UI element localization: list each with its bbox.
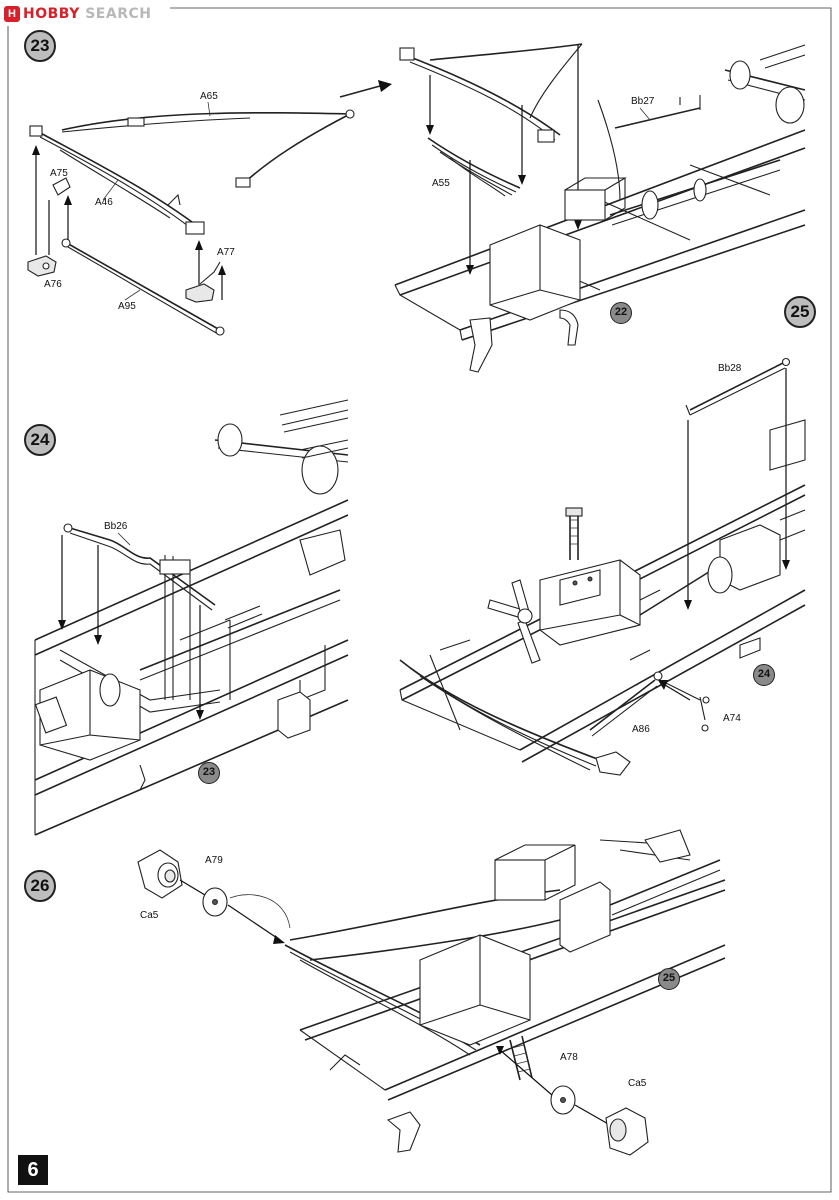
- ref-step-25-badge: 25: [658, 968, 680, 990]
- step-26-parts: [137, 829, 726, 1156]
- hobbysearch-watermark: H HOBBY SEARCH: [4, 5, 151, 23]
- step-25-badge: 25: [784, 296, 816, 328]
- part-label-ca5-bottom: Ca5: [628, 1078, 647, 1089]
- part-label-bb26: Bb26: [104, 521, 128, 532]
- part-label-bb27: Bb27: [631, 96, 655, 107]
- part-label-a95: A95: [118, 301, 136, 312]
- watermark-text: HOBBY SEARCH: [23, 6, 152, 22]
- page-border: [7, 7, 832, 1193]
- part-label-ca5-top: Ca5: [140, 910, 159, 921]
- part-label-a76: A76: [44, 279, 62, 290]
- part-label-a77: A77: [217, 247, 235, 258]
- part-label-a79: A79: [205, 855, 223, 866]
- ref-step-23-badge: 23: [198, 762, 220, 784]
- ref-step-22-badge: 22: [610, 302, 632, 324]
- ref-step-24-badge: 24: [753, 664, 775, 686]
- part-label-a75: A75: [50, 168, 68, 179]
- part-label-bb28: Bb28: [718, 363, 742, 374]
- part-label-a65: A65: [200, 91, 218, 102]
- step-24-badge: 24: [24, 424, 56, 456]
- part-label-a46: A46: [95, 197, 113, 208]
- step-25b-parts: [399, 357, 806, 776]
- step-24-parts: [34, 399, 349, 836]
- step-25-parts: [394, 43, 806, 373]
- page-number: 6: [18, 1155, 48, 1185]
- part-label-a78: A78: [560, 1052, 578, 1063]
- step-26-badge: 26: [24, 870, 56, 902]
- step-23-parts: [27, 101, 355, 336]
- part-label-a74: A74: [723, 713, 741, 724]
- part-label-a55: A55: [432, 178, 450, 189]
- step-23-badge: 23: [24, 30, 56, 62]
- part-label-a86: A86: [632, 724, 650, 735]
- hobbysearch-logo-icon: H: [4, 6, 20, 22]
